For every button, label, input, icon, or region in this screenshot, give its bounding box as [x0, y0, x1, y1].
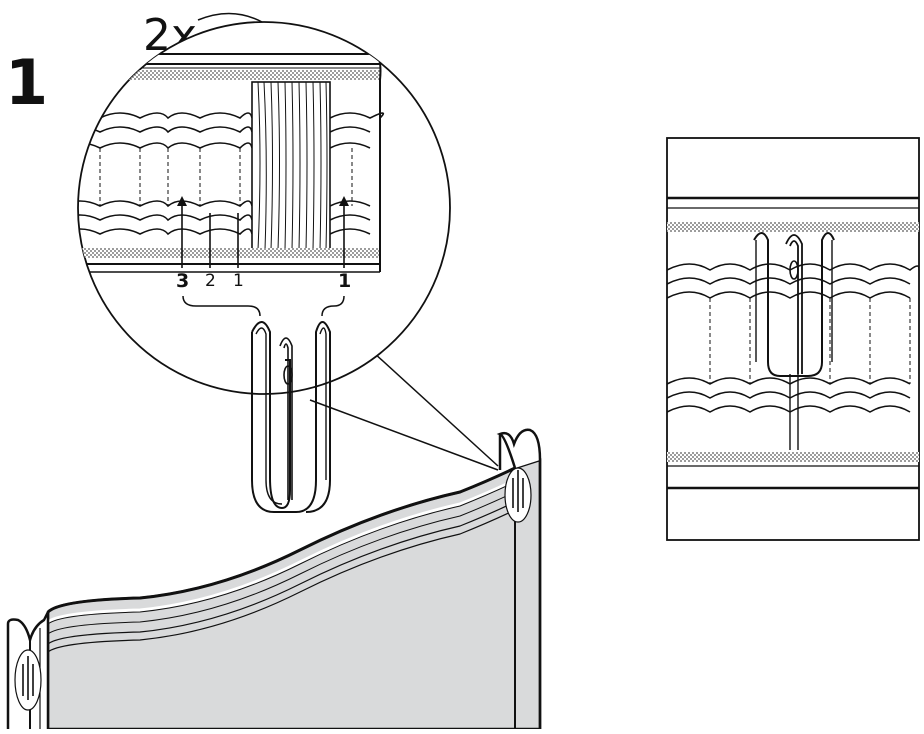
curtain-panel [6, 428, 542, 731]
zoom-detail: 3 2 1 1 [77, 21, 451, 395]
bracket-left [182, 295, 261, 317]
curtain-hook-icon [753, 232, 835, 450]
arrow-up-icon [339, 196, 349, 206]
callout-line [197, 12, 263, 23]
arrow-up-icon [177, 196, 187, 206]
bracket-right [321, 295, 345, 317]
assembled-detail [666, 137, 920, 541]
callout-line [309, 399, 499, 471]
curtain-hook-icon [251, 321, 331, 513]
pleat-label-right-1: 1 [338, 270, 351, 292]
pleat-label-2: 2 [205, 271, 216, 291]
callout-line [372, 351, 499, 467]
curtain-hook-icon [504, 467, 532, 523]
pleat-label-3: 3 [176, 270, 189, 292]
step-number: 1 [5, 46, 48, 119]
pleat-label-1: 1 [233, 271, 244, 291]
curtain-hook-icon [14, 649, 42, 711]
